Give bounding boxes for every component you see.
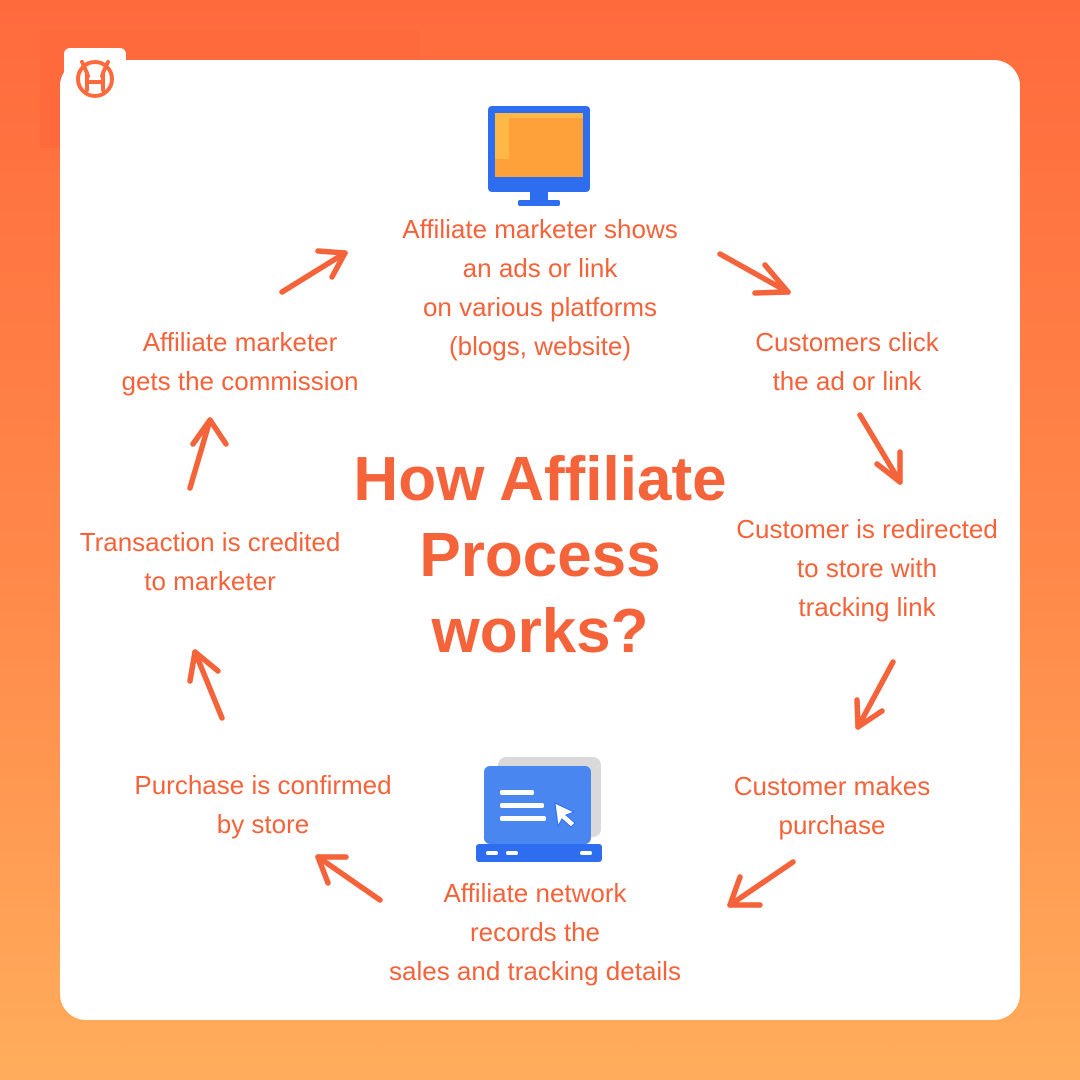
step-redirected: Customer is redirected to store with tra… [736,514,998,622]
arrow-icon [279,248,348,295]
step-store-confirms: Purchase is confirmed by store [134,770,392,839]
step-network-records: Affiliate network records the sales and … [389,878,681,986]
step-credited: Transaction is credited to marketer [79,527,341,596]
arrow-icon [854,659,896,730]
step-purchase: Customer makes purchase [733,771,931,840]
brand-name: Hormigaff [148,57,351,104]
arrow-icon [727,859,796,908]
arrow-icon [717,251,791,296]
step-show-ads: Affiliate marketer shows an ads or link … [402,214,678,361]
logo-box [64,48,126,110]
step-click-ad: Customers click the ad or link [755,327,939,396]
step-commission: Affiliate marketer gets the commission [121,327,359,396]
arrow-icon [857,412,903,485]
arrow-icon [187,417,229,491]
hormigaff-logo-icon [76,60,114,98]
diagram-title: How Affiliate Process works? [353,445,727,666]
arrow-icon [187,649,225,721]
arrow-icon [315,854,383,903]
